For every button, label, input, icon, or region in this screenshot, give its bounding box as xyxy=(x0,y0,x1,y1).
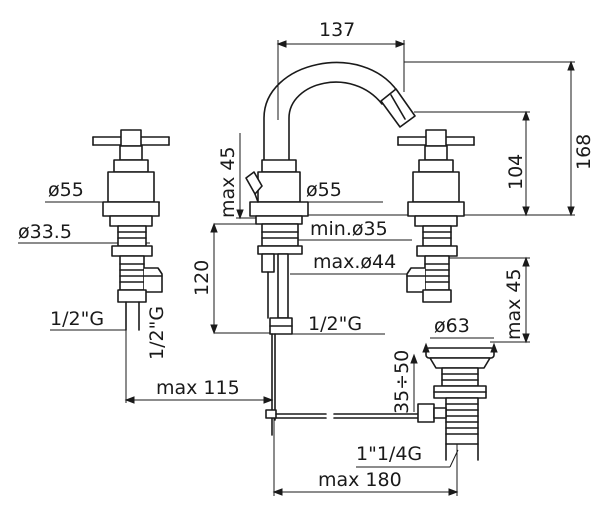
left-valve xyxy=(92,129,170,331)
label-min-dia-35: min.ø35 xyxy=(310,218,388,240)
dimension-lines xyxy=(18,40,575,496)
label-range-35-50: 35÷50 xyxy=(391,350,413,414)
label-dia-55-center: ø55 xyxy=(306,179,342,201)
waste-drain xyxy=(417,347,495,461)
label-thread-1-1-4-g: 1"1/4G xyxy=(356,443,422,465)
label-dia-55-left: ø55 xyxy=(48,179,84,201)
dimension-labels: 137 168 104 max 45 max 45 ø55 ø33.5 ø55 … xyxy=(18,19,595,491)
label-thread-half-g-center: 1/2"G xyxy=(308,313,362,335)
center-spout xyxy=(245,61,419,436)
label-max-45-center: max 45 xyxy=(217,146,239,218)
label-dia-63: ø63 xyxy=(434,315,470,337)
label-height-104: 104 xyxy=(505,154,527,190)
label-max-dia-44: max.ø44 xyxy=(313,251,396,273)
label-width-137: 137 xyxy=(319,19,355,41)
right-valve xyxy=(397,129,475,303)
label-dia-33-5: ø33.5 xyxy=(18,221,72,243)
label-height-120: 120 xyxy=(191,260,213,296)
label-thread-half-g-left: 1/2"G xyxy=(50,308,104,330)
label-max-115: max 115 xyxy=(156,377,240,399)
label-max-180: max 180 xyxy=(318,469,402,491)
label-max-45-right: max 45 xyxy=(503,268,525,340)
label-thread-half-g-vertical: 1/2"G xyxy=(146,306,168,360)
label-height-168: 168 xyxy=(573,134,595,170)
arrowheads xyxy=(124,40,575,496)
